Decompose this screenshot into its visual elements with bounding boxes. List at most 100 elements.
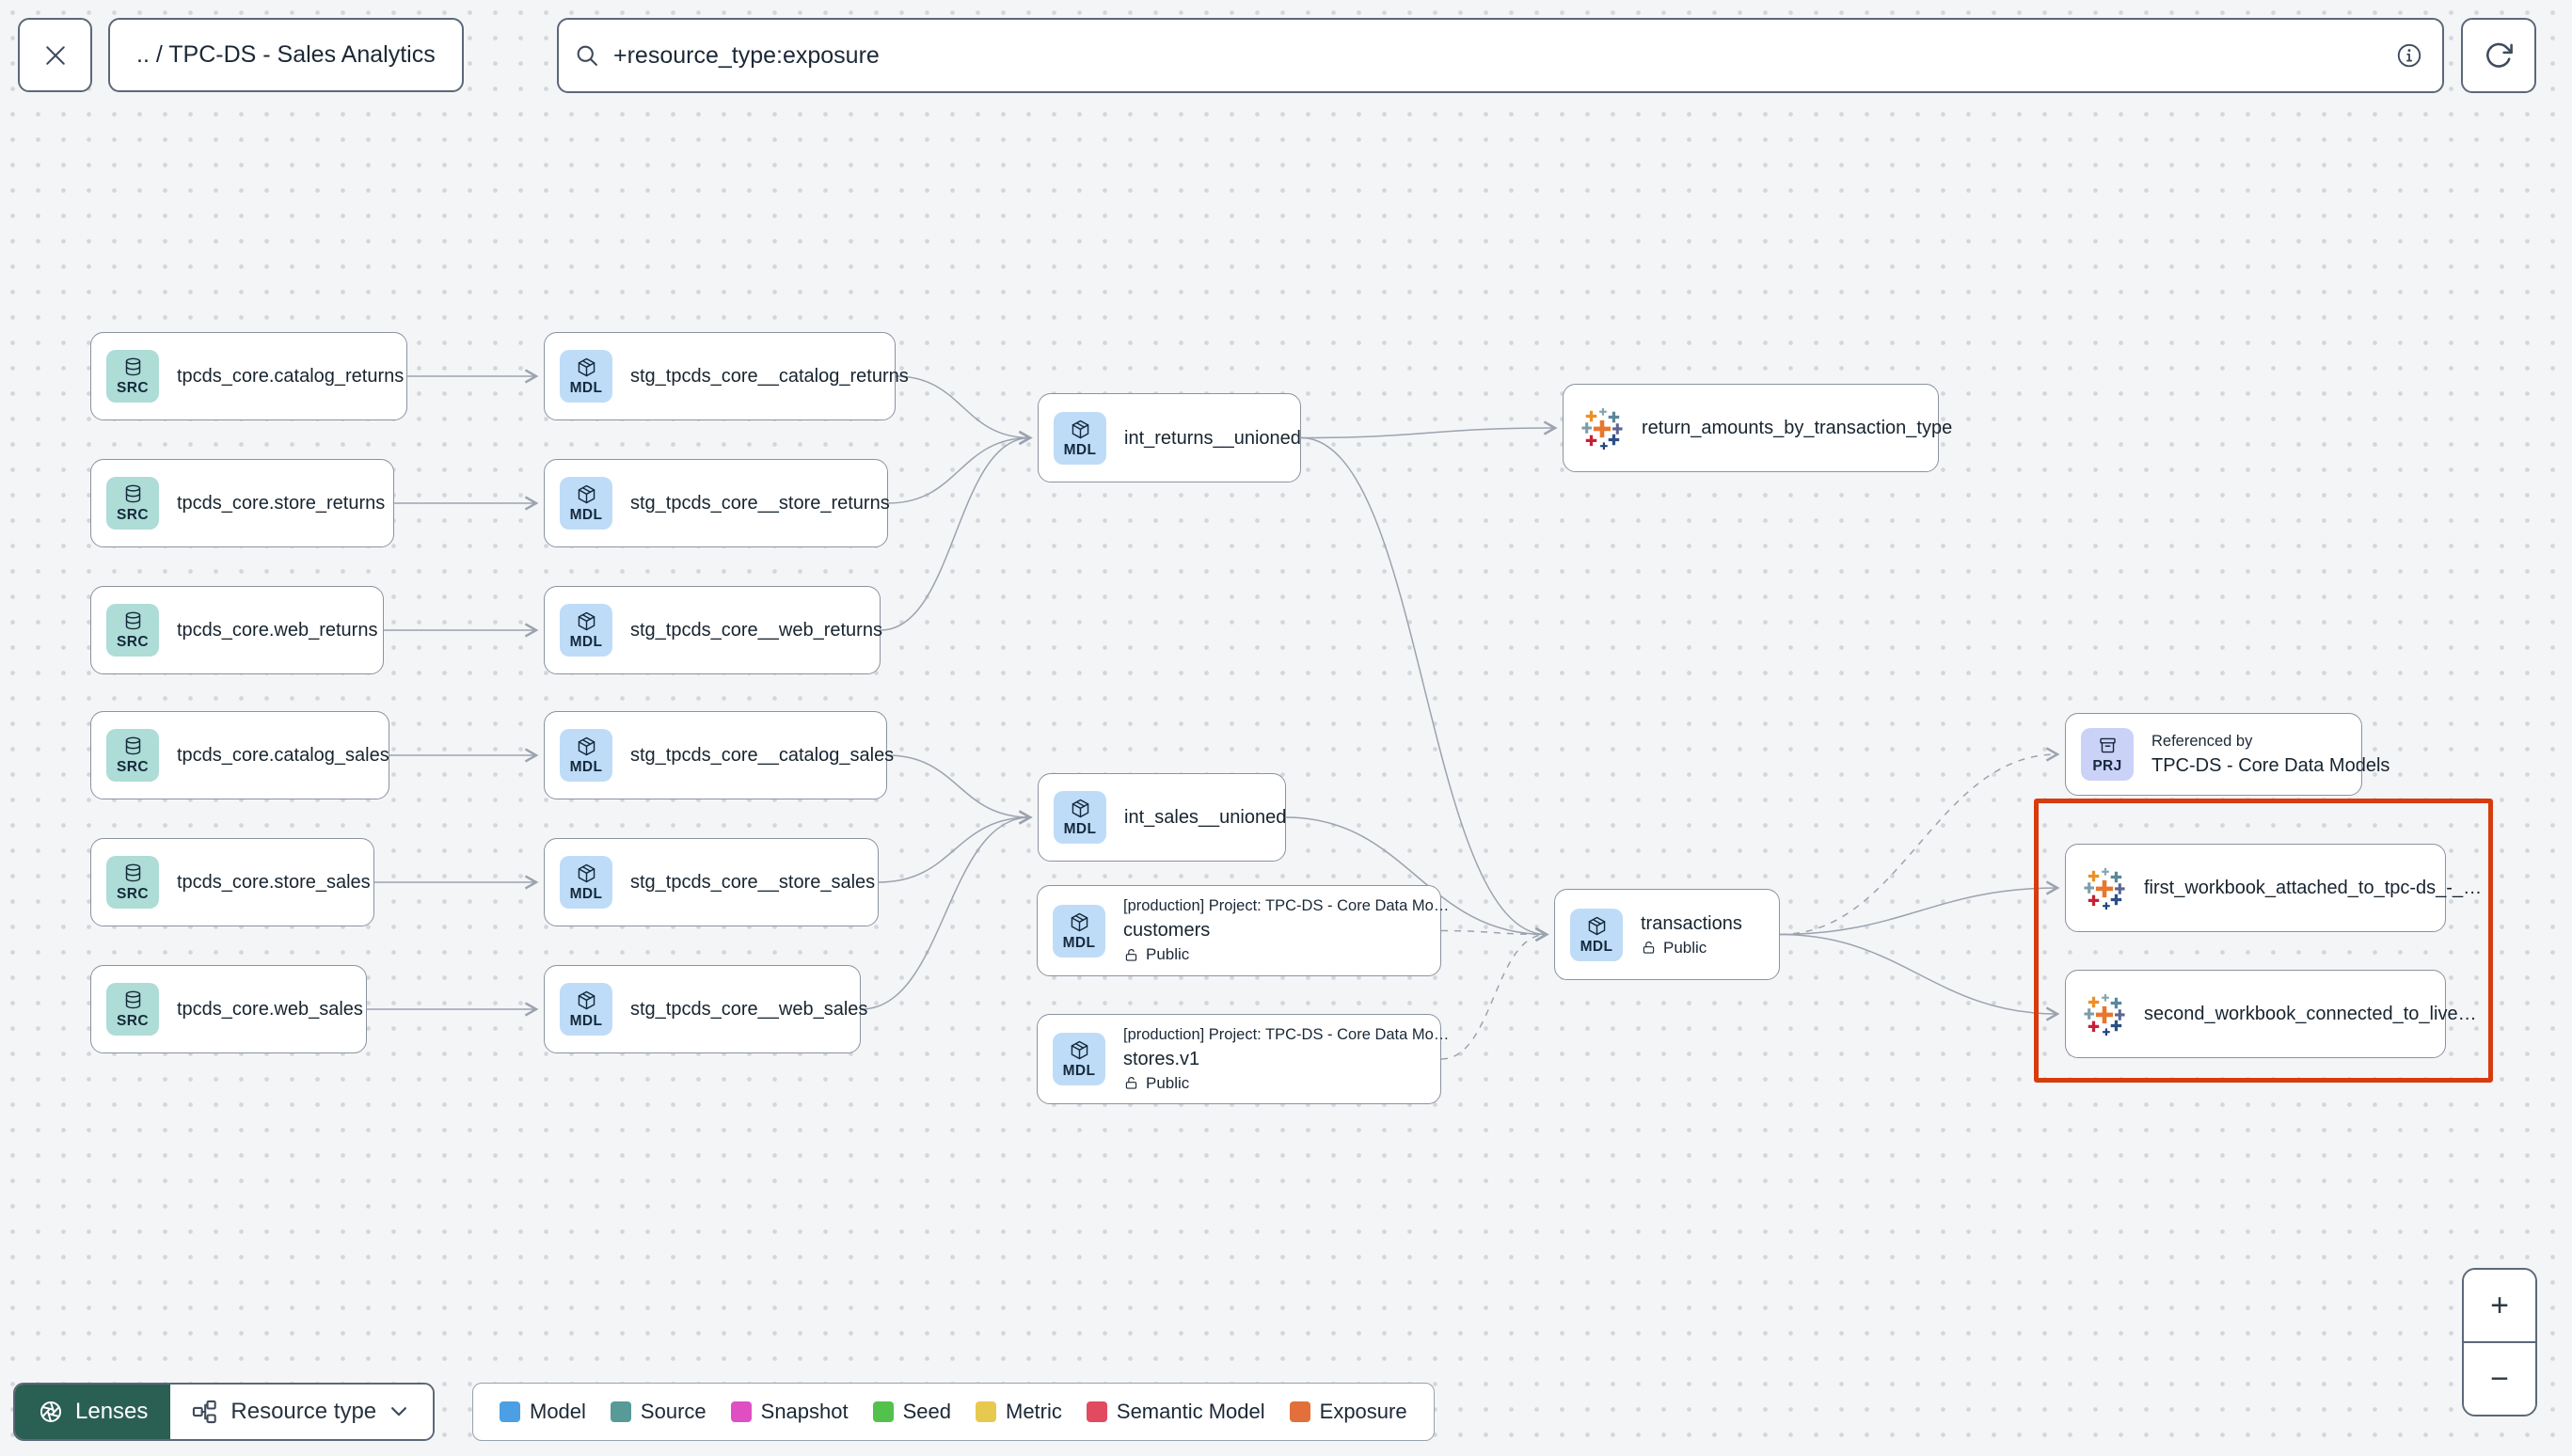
legend-label: Exposure xyxy=(1319,1400,1407,1423)
minus-icon: − xyxy=(2490,1360,2509,1397)
node-type-badge: MDL xyxy=(560,729,612,782)
node-label: stg_tpcds_core__store_sales xyxy=(630,872,876,893)
model-cube-icon xyxy=(578,612,595,631)
search-bar xyxy=(557,18,2444,93)
database-icon xyxy=(125,990,140,1009)
node-type-badge: SRC xyxy=(106,729,159,782)
node-exp_first_workbook[interactable]: first_workbook_attached_to_tpc-ds_-_… xyxy=(2065,844,2483,932)
node-src_store_sales[interactable]: SRC tpcds_core.store_sales xyxy=(90,838,374,926)
node-type-badge: SRC xyxy=(106,604,159,657)
breadcrumb[interactable]: .. / TPC-DS - Sales Analytics xyxy=(108,18,464,92)
node-label: TPC-DS - Core Data Models xyxy=(2151,754,2390,776)
node-badge-label: MDL xyxy=(569,886,603,903)
node-label: tpcds_core.store_sales xyxy=(177,872,371,893)
model-cube-icon xyxy=(578,864,595,883)
node-label: stg_tpcds_core__store_returns xyxy=(630,493,890,514)
legend-swatch xyxy=(610,1401,631,1422)
org-chart-icon xyxy=(193,1400,217,1424)
node-badge-label: MDL xyxy=(1580,938,1613,955)
search-input[interactable] xyxy=(611,40,2395,71)
legend-swatch xyxy=(730,1401,752,1422)
node-exp_return_amounts[interactable]: return_amounts_by_transaction_type xyxy=(1563,384,1952,472)
node-type-badge: MDL xyxy=(560,604,612,657)
node-src_web_returns[interactable]: SRC tpcds_core.web_returns xyxy=(90,586,384,674)
node-stg_web_returns[interactable]: MDL stg_tpcds_core__web_returns xyxy=(544,586,882,674)
legend-item: Metric xyxy=(976,1400,1062,1424)
node-src_store_returns[interactable]: SRC tpcds_core.store_returns xyxy=(90,459,394,547)
close-icon xyxy=(45,45,65,65)
node-prj_core_data_models[interactable]: PRJ Referenced by TPC-DS - Core Data Mod… xyxy=(2065,713,2390,796)
node-type-badge: MDL xyxy=(1570,908,1623,961)
model-cube-icon xyxy=(578,358,595,377)
node-customers[interactable]: MDL [production] Project: TPC-DS - Core … xyxy=(1037,885,1450,976)
node-stg_catalog_sales[interactable]: MDL stg_tpcds_core__catalog_sales xyxy=(544,711,895,799)
node-label: tpcds_core.web_returns xyxy=(177,620,378,641)
node-type-badge: MDL xyxy=(560,856,612,909)
info-icon[interactable] xyxy=(2395,41,2423,70)
node-type-badge: SRC xyxy=(106,856,159,909)
node-badge-label: SRC xyxy=(117,1013,149,1030)
node-label: customers xyxy=(1123,920,1211,941)
legend-swatch xyxy=(1289,1401,1310,1422)
node-stg_store_sales[interactable]: MDL stg_tpcds_core__store_sales xyxy=(544,838,879,926)
node-badge-label: PRJ xyxy=(2092,758,2122,775)
chevron-down-icon xyxy=(391,1407,407,1416)
model-cube-icon xyxy=(578,485,595,504)
node-stg_web_sales[interactable]: MDL stg_tpcds_core__web_sales xyxy=(544,965,868,1053)
legend-swatch xyxy=(1086,1401,1107,1422)
legend-label: Model xyxy=(530,1400,586,1423)
database-icon xyxy=(125,357,140,376)
node-label: tpcds_core.catalog_returns xyxy=(177,366,405,387)
zoom-in-button[interactable]: + xyxy=(2464,1270,2535,1341)
node-int_returns_unioned[interactable]: MDL int_returns__unioned xyxy=(1038,393,1301,483)
node-stg_store_returns[interactable]: MDL stg_tpcds_core__store_returns xyxy=(544,459,890,547)
model-cube-icon xyxy=(1072,419,1088,438)
node-type-badge: MDL xyxy=(560,477,612,530)
node-exp_second_workbook[interactable]: second_workbook_connected_to_live… xyxy=(2065,970,2477,1058)
node-stg_catalog_returns[interactable]: MDL stg_tpcds_core__catalog_returns xyxy=(544,332,909,420)
resource-type-label: Resource type xyxy=(230,1399,377,1424)
legend-label: Metric xyxy=(1006,1400,1062,1423)
node-label: first_workbook_attached_to_tpc-ds_-_… xyxy=(2144,878,2483,898)
node-badge-label: MDL xyxy=(569,1013,603,1030)
legend-item: Snapshot xyxy=(730,1400,849,1424)
legend-swatch xyxy=(872,1401,894,1422)
node-label: stg_tpcds_core__catalog_sales xyxy=(630,745,895,766)
search-icon xyxy=(577,45,597,66)
tableau-icon xyxy=(2084,993,2125,1036)
database-icon xyxy=(125,484,140,503)
node-src_web_sales[interactable]: SRC tpcds_core.web_sales xyxy=(90,965,367,1053)
node-label: stg_tpcds_core__catalog_returns xyxy=(630,366,909,387)
node-label: tpcds_core.store_returns xyxy=(177,493,386,514)
node-type-badge: MDL xyxy=(560,350,612,403)
node-transactions[interactable]: MDL transactions Public xyxy=(1554,889,1780,980)
resource-type-dropdown[interactable]: Resource type xyxy=(170,1385,434,1439)
legend-item: Exposure xyxy=(1289,1400,1407,1424)
node-subtitle: [production] Project: TPC-DS - Core Data… xyxy=(1123,897,1450,914)
unlock-icon xyxy=(1125,948,1137,961)
lenses-button[interactable]: Lenses xyxy=(15,1385,171,1439)
node-int_sales_unioned[interactable]: MDL int_sales__unioned xyxy=(1038,773,1286,862)
node-access-label: Public xyxy=(1146,945,1190,963)
legend-label: Semantic Model xyxy=(1116,1400,1265,1423)
refresh-button[interactable] xyxy=(2461,18,2536,93)
aperture-icon xyxy=(40,1401,62,1423)
node-label: stg_tpcds_core__web_sales xyxy=(630,999,868,1020)
node-badge-label: MDL xyxy=(569,380,603,397)
zoom-controls: + − xyxy=(2462,1268,2537,1416)
close-button[interactable] xyxy=(18,18,92,92)
legend-label: Snapshot xyxy=(760,1400,849,1423)
node-type-badge: SRC xyxy=(106,350,159,403)
node-badge-label: SRC xyxy=(117,507,149,524)
node-badge-label: SRC xyxy=(117,759,149,776)
node-type-badge: MDL xyxy=(1054,411,1106,465)
node-badge-label: MDL xyxy=(1062,934,1096,951)
node-src_catalog_sales[interactable]: SRC tpcds_core.catalog_sales xyxy=(90,711,389,799)
node-type-badge: MDL xyxy=(560,983,612,1036)
lenses-toolbar: Lenses Resource type xyxy=(13,1383,436,1441)
node-stores_v1[interactable]: MDL [production] Project: TPC-DS - Core … xyxy=(1037,1014,1449,1104)
breadcrumb-label: .. / TPC-DS - Sales Analytics xyxy=(136,41,436,68)
node-src_catalog_returns[interactable]: SRC tpcds_core.catalog_returns xyxy=(90,332,407,420)
zoom-out-button[interactable]: − xyxy=(2464,1341,2535,1415)
node-label: stores.v1 xyxy=(1123,1048,1200,1069)
